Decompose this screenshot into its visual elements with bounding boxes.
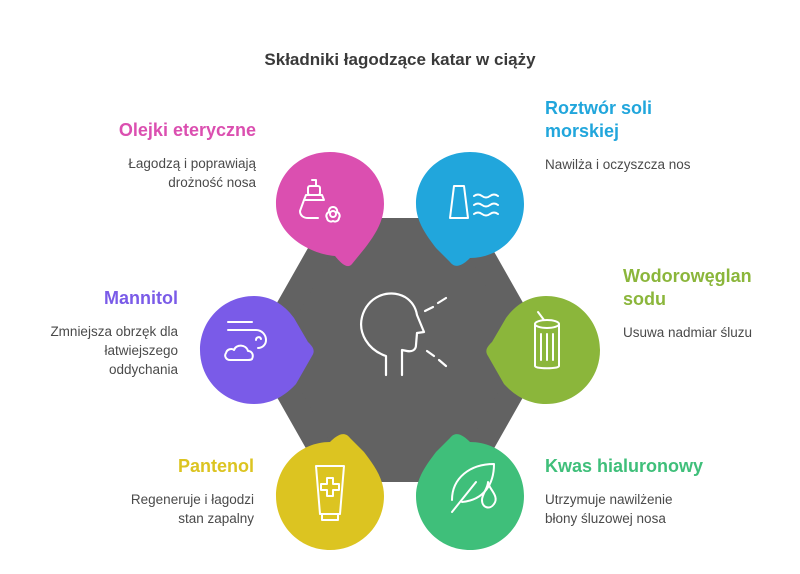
wind-cloud-icon	[224, 321, 267, 361]
olejki-description: Łagodzą i poprawiają drożność nosa	[128, 156, 256, 190]
petal-olejki	[276, 152, 384, 267]
petal-pantenol	[276, 434, 384, 550]
petal-wodoroweglan	[486, 296, 600, 404]
leaf-droplet-icon	[451, 463, 497, 513]
mannitol-description: Zmniejsza obrzęk dla łatwiejszego oddych…	[50, 324, 178, 377]
baking-soda-can-icon	[534, 311, 560, 370]
petal-mannitol	[200, 296, 314, 404]
pantenol-title: Pantenol	[177, 456, 254, 476]
label-mannitol: Mannitol Zmniejsza obrzęk dla łatwiejsze…	[50, 287, 178, 379]
label-pantenol: Pantenol Regeneruje i łagodzi stan zapal…	[131, 455, 254, 528]
kwas-title: Kwas hialuronowy	[545, 456, 704, 476]
kwas-description: Utrzymuje nawilżenie błony śluzowej nosa	[545, 492, 673, 526]
head-profile-breathing-icon	[360, 292, 448, 377]
wodoroweglan-title: Wodorowęglan sodu	[623, 266, 752, 309]
pantenol-description: Regeneruje i łagodzi stan zapalny	[130, 492, 254, 526]
sol-description: Nawilża i oczyszcza nos	[545, 157, 691, 172]
page-title: Składniki łagodzące katar w ciąży	[264, 50, 536, 69]
label-olejki: Olejki eteryczne Łagodzą i poprawiają dr…	[119, 119, 256, 192]
label-kwas: Kwas hialuronowy Utrzymuje nawilżenie bł…	[545, 455, 703, 528]
petal-sol	[416, 152, 524, 266]
sol-title: Roztwór soli morskiej	[545, 98, 652, 141]
wodoroweglan-description: Usuwa nadmiar śluzu	[623, 325, 753, 340]
cream-tube-cross-icon	[315, 465, 345, 521]
mannitol-title: Mannitol	[104, 288, 178, 308]
dam-water-waves-icon	[449, 185, 499, 219]
label-wodoroweglan: Wodorowęglan sodu Usuwa nadmiar śluzu	[623, 265, 752, 342]
essential-oil-bottle-flower-icon	[299, 179, 341, 223]
label-sol: Roztwór soli morskiej Nawilża i oczyszcz…	[545, 97, 691, 174]
petal-kwas	[416, 434, 524, 550]
olejki-title: Olejki eteryczne	[118, 120, 256, 140]
